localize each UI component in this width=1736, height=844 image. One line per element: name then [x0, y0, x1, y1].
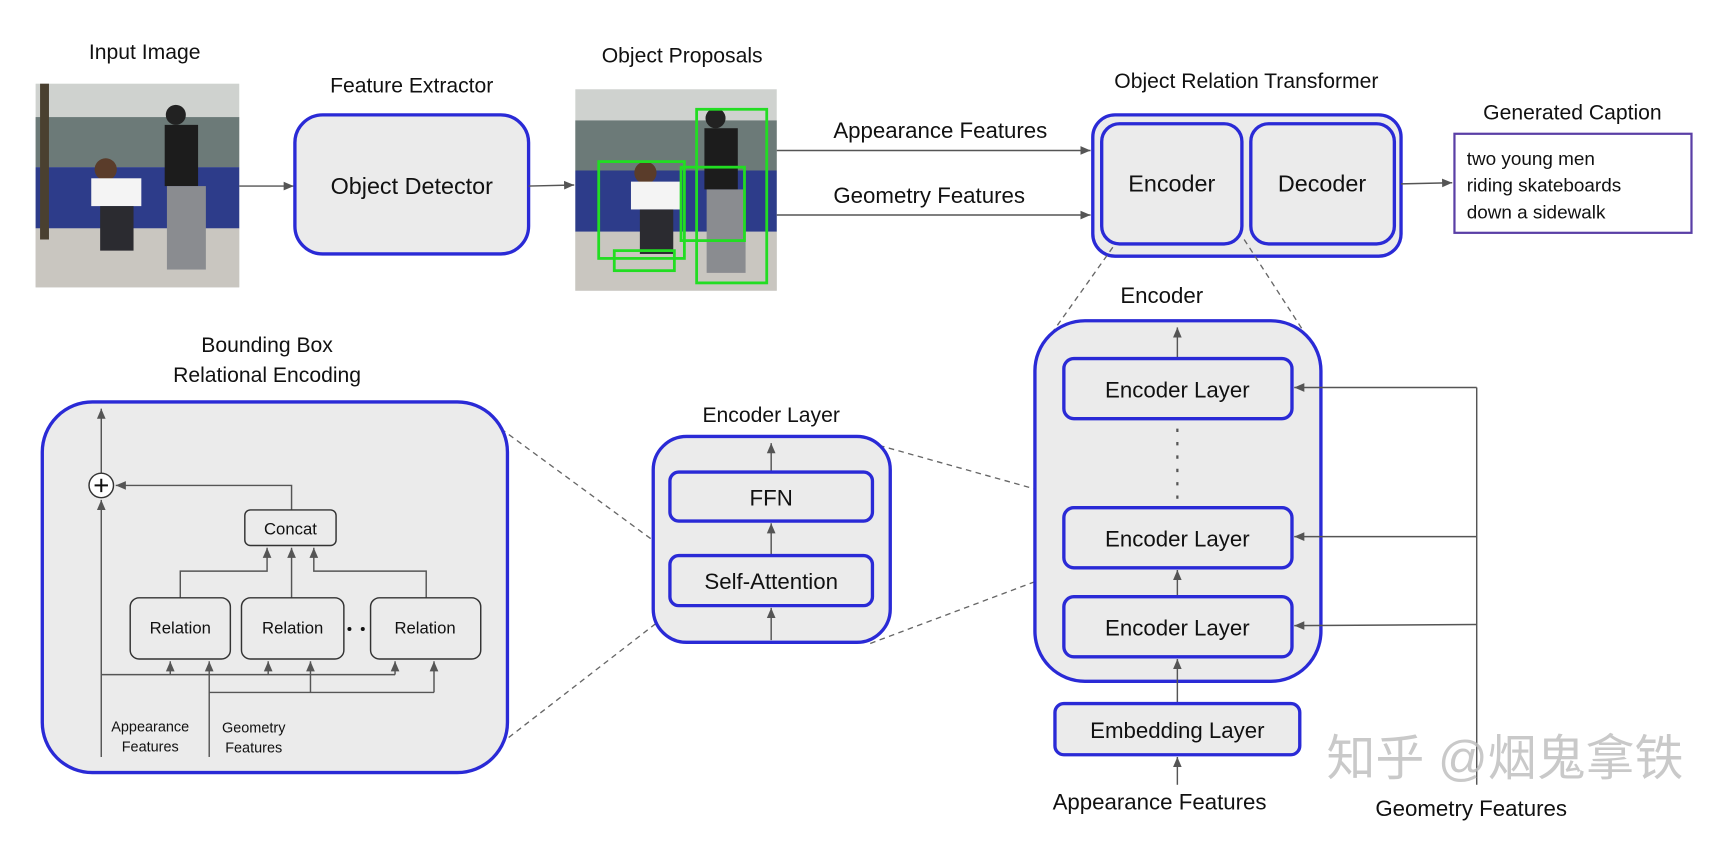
relation-box	[240, 597, 345, 660]
bbox-encoding-box	[40, 400, 510, 775]
self-attention-box	[668, 553, 875, 608]
proposal-box	[612, 249, 676, 273]
encoder-layer-box	[1062, 595, 1294, 659]
concat-box	[244, 509, 337, 547]
encoder-stack-title: Encoder	[1120, 283, 1203, 308]
relation-label: Relation	[262, 618, 323, 637]
input-geometry-label: Geometry Features	[1375, 796, 1567, 821]
bbox-title-line: Bounding Box	[201, 334, 333, 357]
relation-box	[129, 597, 232, 660]
input-image	[35, 83, 240, 288]
encoder-label: Encoder	[1128, 171, 1215, 197]
encoder-layer-box	[1062, 356, 1294, 421]
input-appearance-label: Appearance Features	[1053, 789, 1267, 814]
bbox-title-line: Relational Encoding	[173, 364, 361, 387]
object-proposals-label: Object Proposals	[602, 45, 763, 68]
relation-label: Relation	[394, 618, 455, 637]
caption-line: down a sidewalk	[1467, 202, 1606, 223]
generated-caption-label: Generated Caption	[1483, 101, 1662, 124]
relation-box	[369, 597, 482, 660]
embedding-layer-label: Embedding Layer	[1090, 718, 1265, 743]
ffn-box	[668, 470, 875, 523]
encoder-layer-box	[1062, 506, 1294, 570]
encoder-layer-label: Encoder Layer	[1105, 616, 1250, 641]
bbox-geometry-label: Geometry	[222, 720, 286, 736]
object-proposals-image	[575, 89, 777, 291]
proposal-box	[695, 107, 769, 285]
ffn-label: FFN	[750, 485, 793, 510]
relation-label: Relation	[150, 618, 211, 637]
caption-line: two young men	[1467, 149, 1595, 170]
object-detector-box	[293, 113, 531, 256]
input-image-label: Input Image	[89, 41, 201, 64]
proposal-box	[597, 160, 686, 260]
object-detector-label: Object Detector	[331, 173, 494, 199]
decoder-box	[1249, 122, 1397, 246]
ort-label: Object Relation Transformer	[1114, 70, 1378, 93]
feature-extractor-label: Feature Extractor	[330, 75, 493, 98]
bbox-appearance-label: Appearance	[111, 719, 189, 735]
encoder-layer-title: Encoder Layer	[702, 404, 839, 427]
encoder-box	[1100, 122, 1244, 246]
caption-box	[1453, 132, 1693, 234]
self-attention-label: Self-Attention	[704, 569, 838, 594]
watermark: 知乎 @烟鬼拿铁	[1326, 732, 1683, 786]
encoder-layer-label: Encoder Layer	[1105, 378, 1250, 403]
decoder-label: Decoder	[1278, 171, 1367, 197]
bbox-appearance-label: Features	[122, 739, 179, 755]
proposal-box	[679, 165, 746, 243]
appearance-features-label: Appearance Features	[833, 118, 1047, 143]
embedding-layer-box	[1053, 701, 1302, 757]
geometry-features-label: Geometry Features	[833, 183, 1025, 208]
encoder-layer-label: Encoder Layer	[1105, 527, 1250, 552]
caption-line: riding skateboards	[1467, 176, 1622, 197]
concat-label: Concat	[264, 519, 317, 538]
bbox-geometry-label: Features	[225, 741, 282, 757]
